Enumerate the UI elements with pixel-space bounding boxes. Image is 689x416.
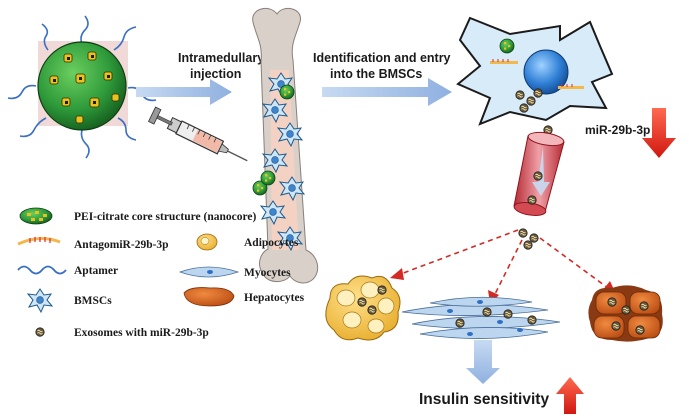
- intramedullary-label-line2: injection: [190, 67, 241, 81]
- aptamer-icon: [17, 265, 67, 275]
- intramedullary-label-line1: Intramedullary: [178, 51, 264, 65]
- mirna-label: miR-29b-3p: [585, 123, 650, 137]
- identification-label-line1: Identification and entry: [313, 51, 451, 65]
- legend-hepatocytes-label: Hepatocytes: [244, 292, 305, 304]
- legend-adipocytes-label: Adipocytes: [244, 237, 299, 249]
- legend-aptamer-label: Aptamer: [74, 265, 118, 277]
- down-arrow-icon: [642, 108, 676, 158]
- identification-label-line2: into the BMSCs: [330, 67, 422, 81]
- down-arrow-to-outcome-icon: [466, 340, 500, 384]
- exosome-icon: [518, 228, 528, 238]
- legend-exosomes-label: Exosomes with miR-29b-3p: [74, 327, 209, 339]
- bone-icon: [252, 7, 319, 284]
- myocyte-cluster: [401, 296, 561, 339]
- nanocore-icon: [7, 15, 157, 159]
- outcome-label: Insulin sensitivity: [419, 391, 549, 408]
- dashed-arrows: [397, 229, 609, 297]
- right-arrow-icon: [136, 79, 232, 105]
- legend-antagomir-label: AntagomiR-29b-3p: [74, 239, 169, 251]
- right-arrow-icon: [322, 78, 452, 106]
- exosome-legend-icon: [35, 327, 45, 337]
- legend: PEI-citrate core structure (nanocore) An…: [17, 207, 305, 339]
- syringe-icon: [147, 106, 248, 162]
- antagomir-icon: [17, 237, 61, 246]
- up-arrow-icon: [556, 377, 584, 414]
- legend-nanocore-icon: [19, 207, 53, 225]
- legend-bmscs-label: BMSCs: [74, 295, 112, 307]
- legend-nanocore-label: PEI-citrate core structure (nanocore): [74, 211, 257, 223]
- exosome-icon: [529, 233, 539, 243]
- adipocyte-cluster: [325, 275, 401, 341]
- bmsc-legend-icon: [27, 288, 53, 313]
- hepatocyte-legend-icon: [183, 287, 235, 307]
- exosome-icon: [523, 240, 533, 250]
- myocyte-legend-icon: [178, 266, 240, 278]
- legend-myocytes-label: Myocytes: [244, 267, 291, 279]
- bmsc-cell-icon: [456, 16, 614, 126]
- blood-vessel-icon: [513, 131, 565, 216]
- hepatocyte-cluster: [588, 285, 663, 342]
- adipocyte-legend-icon: [196, 233, 218, 251]
